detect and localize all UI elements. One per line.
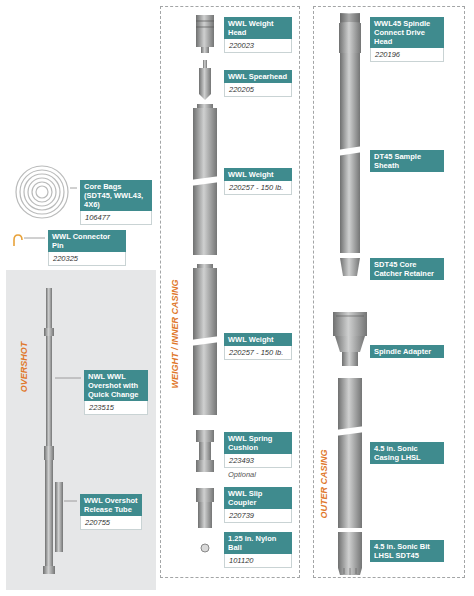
part-name: WWL Overshot Release Tube [80,494,142,516]
part-name: WWL Weight Head [224,17,292,39]
thread-lines [336,15,364,575]
part-callout: WWL Spearhead220205 [224,70,292,97]
part-callout: WWL Connector Pin220325 [48,230,126,266]
part-number: 220257 - 150 lb. [224,346,292,360]
part-callout: Spindle Adapter [370,345,444,358]
break-mark [335,426,365,436]
part-name: WWL Spearhead [224,70,292,83]
part-name: NWL WWL Overshot with Quick Change [84,370,148,401]
part-callout: WWL Weight220257 - 150 lb. [224,333,292,360]
part-number: 106477 [80,211,152,225]
part-name: WWL45 Spindle Connect Drive Head [370,17,444,48]
part-name: WWL Spring Cushion [224,432,292,454]
weight-head-rings [196,21,214,27]
part-callout: 1.25 in. Nylon Ball101120 [224,532,292,568]
overshot-panel [6,270,156,590]
connector-pin [14,235,22,246]
part-callout: WWL Overshot Release Tube220755 [80,494,142,530]
part-name: Spindle Adapter [370,345,444,358]
part-name: 4.5 in. Sonic Bit LHSL SDT45 [370,540,444,562]
group-region: WEIGHT / INNER CASING WWL Weight Head2200… [160,6,300,578]
overshot-tool [43,288,55,574]
nylon-ball [201,544,209,552]
part-callout: 4.5 in. Sonic Bit LHSL SDT45 [370,540,444,562]
part-number: 220739 [224,509,292,523]
part-name: 1.25 in. Nylon Ball [224,532,292,554]
group-label: OUTER CASING [320,449,330,518]
part-name: WWL Weight [224,333,292,346]
group-label: WEIGHT / INNER CASING [171,279,181,388]
part-number: 220755 [80,516,142,530]
part-name: SDT45 Core Catcher Retainer [370,258,444,280]
part-number: 220325 [48,252,126,266]
part-number: 220205 [224,83,292,97]
part-number: 220023 [224,39,292,53]
core-bag-coil [16,166,68,218]
part-callout: NWL WWL Overshot with Quick Change223515 [84,370,148,415]
part-number: 220257 - 150 lb. [224,181,292,195]
part-callout: DT45 Sample Sheath [370,150,444,172]
break-mark [190,336,220,346]
part-name: Core Bags (SDT45, WWL43, 4X6) [80,180,152,211]
group-region: OUTER CASING WWL45 Spindle Connect Drive … [313,6,465,578]
part-callout: 4.5 in. Sonic Casing LHSL [370,442,444,464]
part-name: WWL Weight [224,168,292,181]
part-callout: WWL Spring Cushion223493Optional [224,432,292,481]
part-callout: WWL Weight Head220023 [224,17,292,53]
part-callout: Core Bags (SDT45, WWL43, 4X6)106477 [80,180,152,225]
part-callout: WWL45 Spindle Connect Drive Head220196 [370,17,444,62]
part-note: Optional [224,468,292,481]
part-number: 220196 [370,48,444,62]
inner-casing-parts [193,15,217,528]
part-name: 4.5 in. Sonic Casing LHSL [370,442,444,464]
part-name: DT45 Sample Sheath [370,150,444,172]
part-callout: SDT45 Core Catcher Retainer [370,258,444,280]
part-name: WWL Connector Pin [48,230,126,252]
outer-casing-parts [333,13,367,575]
part-number: 101120 [224,554,292,568]
part-number: 223515 [84,401,148,415]
part-callout: WWL Weight220257 - 150 lb. [224,168,292,195]
group-region: OVERSHOT NWL WWL Overshot with Quick Chan… [6,270,156,590]
part-name: WWL Slip Coupler [224,487,292,509]
release-tube [55,482,63,552]
break-mark [190,176,220,186]
part-callout: WWL Slip Coupler220739 [224,487,292,523]
group-label: OVERSHOT [20,342,30,393]
break-mark [337,146,363,156]
part-number: 223493 [224,454,292,468]
